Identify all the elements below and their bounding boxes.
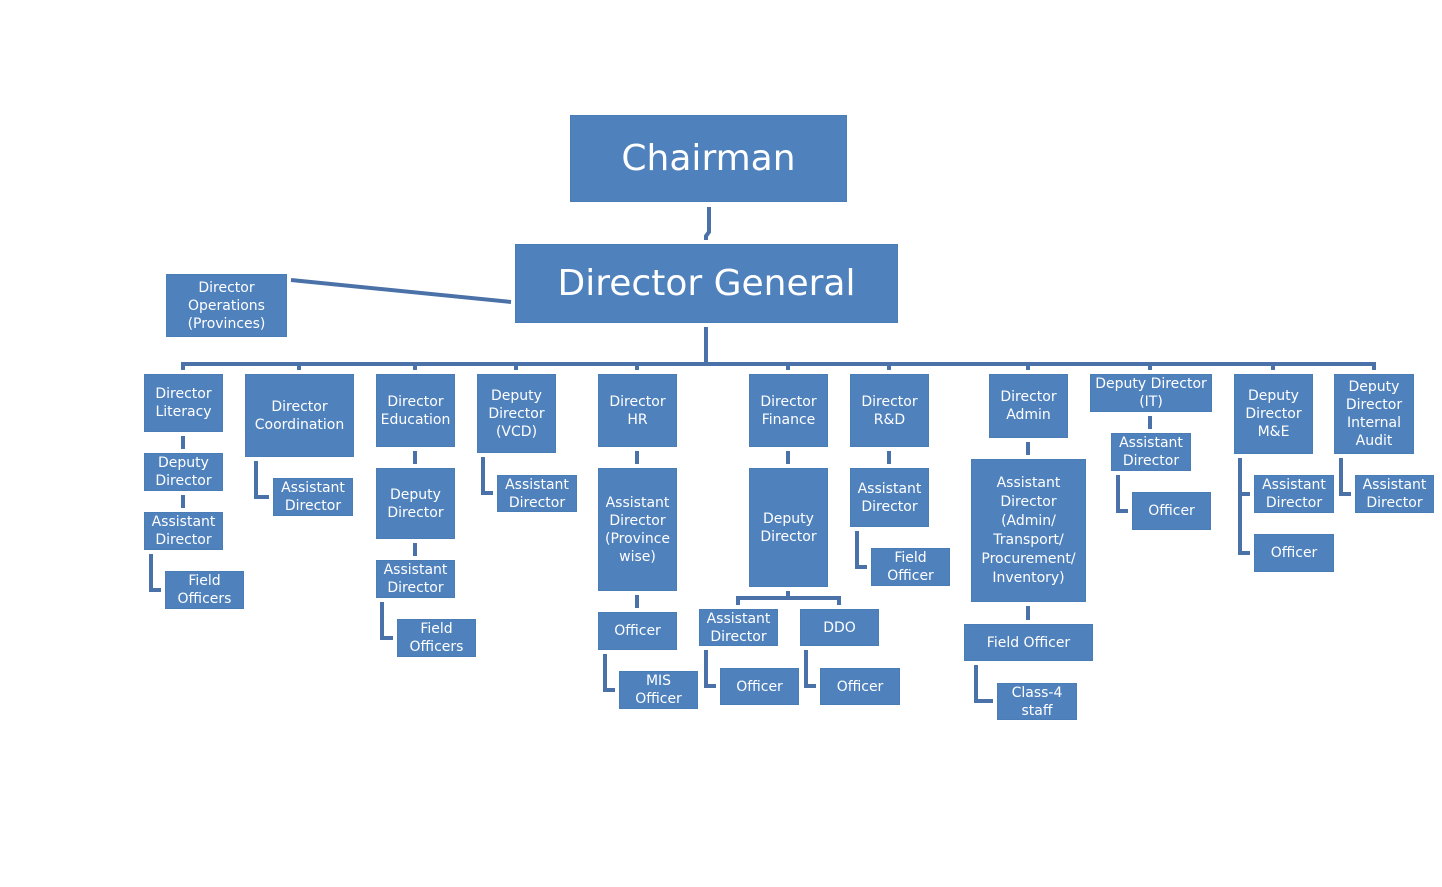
node-director-finance: Director Finance: [749, 374, 828, 447]
node-it-assistant-director: Assistant Director: [1111, 433, 1191, 471]
node-director-admin: Director Admin: [989, 374, 1068, 438]
node-deputy-director-vcd: Deputy Director (VCD): [477, 374, 556, 453]
node-deputy-director-it: Deputy Director (IT): [1090, 374, 1212, 412]
line-fin-ddo-off: [804, 650, 816, 688]
node-admin-class4-staff: Class-4 staff: [997, 683, 1077, 720]
line-audit-ad: [1339, 458, 1351, 496]
line-vcd-ad: [481, 457, 493, 495]
line-edu-fo: [380, 602, 393, 640]
node-hr-officer: Officer: [598, 612, 677, 650]
node-director-hr: Director HR: [598, 374, 677, 447]
node-admin-assistant-director: Assistant Director (Admin/ Transport/ Pr…: [971, 459, 1086, 602]
node-literacy-assistant-director: Assistant Director: [144, 512, 223, 550]
node-me-assistant-director: Assistant Director: [1254, 475, 1334, 513]
node-education-field-officers: Field Officers: [397, 619, 476, 657]
node-rnd-field-officer: Field Officer: [871, 548, 950, 586]
node-audit-assistant-director: Assistant Director: [1355, 475, 1434, 513]
node-chairman: Chairman: [570, 115, 847, 202]
node-hr-assistant-director: Assistant Director (Province wise): [598, 468, 677, 591]
node-finance-ddo-officer: Officer: [820, 668, 900, 705]
line-literacy-fo: [149, 554, 161, 592]
node-it-officer: Officer: [1132, 492, 1211, 530]
node-finance-assistant-director: Assistant Director: [699, 609, 778, 646]
node-vcd-assistant-director: Assistant Director: [497, 475, 577, 512]
node-literacy-field-officers: Field Officers: [165, 571, 244, 609]
line-operations-dg: [290, 278, 512, 304]
line-hr-mis: [603, 654, 615, 692]
line-chairman-dg: [704, 207, 711, 240]
node-deputy-director-internal-audit: Deputy Director Internal Audit: [1334, 374, 1414, 454]
node-director-coordination: Director Coordination: [245, 374, 354, 457]
line-coord-ad: [254, 461, 269, 499]
node-coordination-assistant-director: Assistant Director: [273, 478, 353, 516]
node-director-literacy: Director Literacy: [144, 374, 223, 432]
node-finance-deputy-director: Deputy Director: [749, 468, 828, 587]
line-rd-fo: [855, 531, 867, 569]
node-hr-mis-officer: MIS Officer: [619, 671, 698, 709]
node-education-assistant-director: Assistant Director: [376, 560, 455, 598]
line-it-off: [1116, 475, 1128, 513]
node-me-officer: Officer: [1254, 534, 1334, 572]
node-director-operations: Director Operations (Provinces): [166, 274, 287, 337]
node-director-education: Director Education: [376, 374, 455, 447]
node-director-general: Director General: [515, 244, 898, 323]
line-me-off: [1238, 458, 1250, 555]
node-finance-ad-officer: Officer: [720, 668, 799, 705]
node-rnd-assistant-director: Assistant Director: [850, 468, 929, 527]
node-deputy-director-me: Deputy Director M&E: [1234, 374, 1313, 454]
node-education-deputy-director: Deputy Director: [376, 468, 455, 539]
line-adm-c4: [974, 665, 993, 703]
node-literacy-deputy-director: Deputy Director: [144, 453, 223, 491]
node-admin-field-officer: Field Officer: [964, 624, 1093, 661]
line-fin-bus: [736, 596, 841, 605]
node-director-rnd: Director R&D: [850, 374, 929, 447]
line-fin-ad-off: [704, 650, 716, 688]
node-finance-ddo: DDO: [800, 609, 879, 646]
line-main-bus: [181, 362, 1376, 370]
